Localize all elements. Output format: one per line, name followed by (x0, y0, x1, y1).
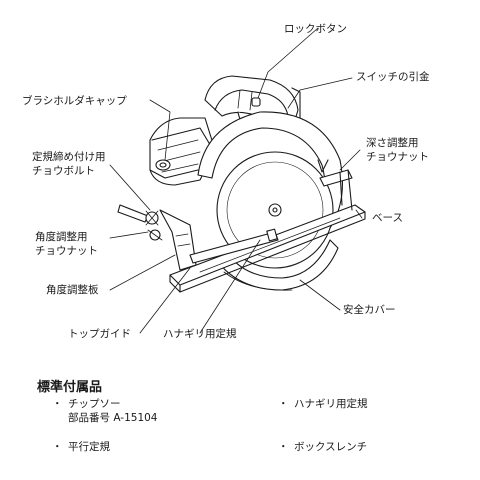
leader-lines (109, 27, 363, 334)
label-base: ベース (372, 212, 403, 224)
label-fixing-bolt-line1: 定規締め付け用 (32, 151, 106, 163)
label-switch-trigger: スイッチの引金 (356, 71, 430, 83)
label-brush-holder-cap: ブラシホルダキャップ (22, 95, 127, 107)
brush-holder-cap (155, 159, 171, 171)
lock-button (251, 97, 261, 107)
safety-cover (217, 239, 339, 291)
accessory-item: ・ハナギリ用定規 (278, 397, 368, 411)
label-fixing-bolt: 定規締め付け用 チョウボルト (32, 150, 106, 178)
accessory-part-number: 部品番号 A-15104 (68, 412, 158, 424)
label-lock-button: ロックボタン (284, 23, 347, 35)
label-depth-wing-nut-line2: チョウナット (366, 151, 429, 163)
accessory-name: ハナギリ用定規 (294, 398, 368, 410)
bullet-icon: ・ (52, 398, 63, 410)
accessories-title: 標準付属品 (37, 380, 103, 395)
accessory-name: ボックスレンチ (294, 441, 368, 453)
bullet-icon: ・ (278, 441, 289, 453)
label-rip-fence: ハナギリ用定規 (163, 328, 237, 340)
accessory-item: ・ボックスレンチ (278, 440, 367, 454)
label-depth-wing-nut: 深さ調整用 チョウナット (366, 136, 429, 164)
angle-adjust-assembly (117, 204, 197, 271)
label-angle-wing-nut: 角度調整用 チョウナット (35, 230, 98, 258)
bullet-icon: ・ (278, 398, 289, 410)
label-angle-plate: 角度調整板 (46, 284, 99, 296)
label-depth-wing-nut-line1: 深さ調整用 (366, 137, 419, 149)
accessory-item: ・チップソー 部品番号 A-15104 (52, 397, 157, 425)
accessory-name: チップソー (68, 398, 121, 410)
label-angle-wing-nut-line2: チョウナット (35, 245, 98, 257)
label-top-guide: トップガイド (68, 328, 131, 340)
base-plate (169, 204, 366, 293)
saw-blade (216, 151, 334, 269)
accessory-item: ・平行定規 (52, 440, 110, 454)
rip-fence-bar (189, 228, 279, 264)
label-safety-cover: 安全カバー (343, 304, 396, 316)
label-fixing-bolt-line2: チョウボルト (32, 165, 95, 177)
accessory-name: 平行定規 (68, 441, 110, 453)
label-angle-wing-nut-line1: 角度調整用 (35, 231, 88, 243)
depth-bracket (319, 169, 353, 211)
bullet-icon: ・ (52, 441, 63, 453)
